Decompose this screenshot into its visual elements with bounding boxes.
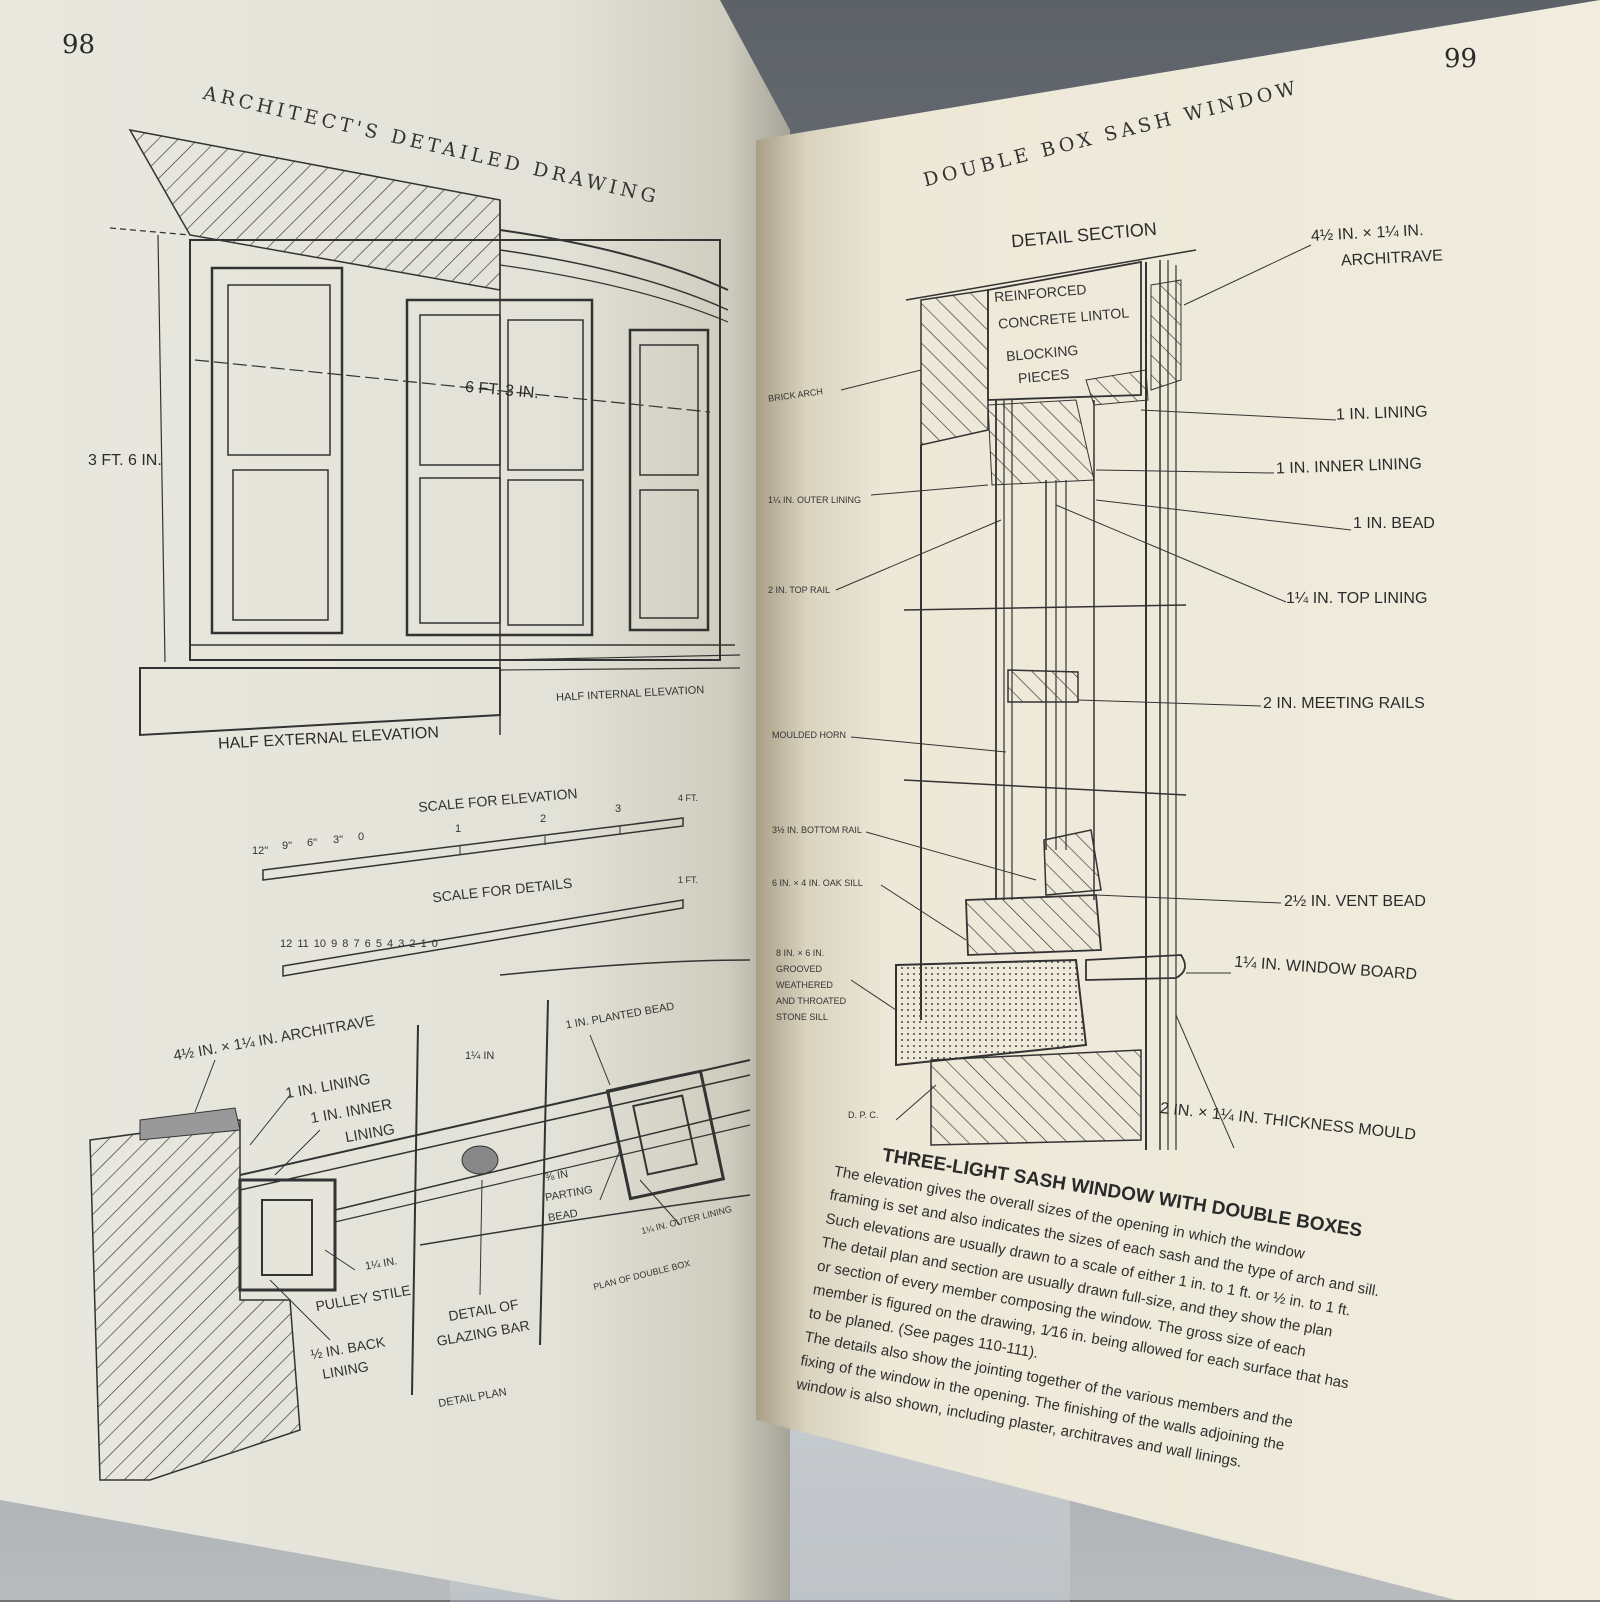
stone-sill-label-5: STONE SILL — [776, 1012, 828, 1022]
meeting-rails-label: 2 IN. MEETING RAILS — [1263, 695, 1425, 712]
stone-sill-label-2: GROOVED — [776, 964, 823, 974]
stone-sill-label: 8 IN. × 6 IN. — [776, 948, 825, 958]
bead-label: 1 IN. BEAD — [1353, 515, 1435, 532]
stone-sill-label-3: WEATHERED — [776, 980, 833, 990]
scale-elevation-tick: 1 — [455, 823, 462, 835]
top-rail-label: 2 IN. TOP RAIL — [768, 585, 831, 595]
outer-lining-label: 1¼ IN. OUTER LINING — [768, 495, 862, 505]
scale-elevation-tick: 9" — [282, 840, 293, 852]
scale-details-end: 1 FT. — [678, 875, 699, 885]
moulded-horn-label: MOULDED HORN — [772, 730, 847, 740]
top-lining-label: 1¼ IN. TOP LINING — [1286, 590, 1428, 607]
lining-label: 1 IN. LINING — [1335, 403, 1428, 424]
bottom-rail-label: 3½ IN. BOTTOM RAIL — [772, 825, 862, 835]
page-number-left: 98 — [62, 30, 96, 60]
scale-elevation-tick: 2 — [540, 813, 547, 825]
right-page: 99 DOUBLE BOX SASH WINDOW DETAIL SECTION — [756, 0, 1600, 1600]
page-number-right: 99 — [1444, 44, 1478, 74]
scale-details-ticks: 12 11 10 9 8 7 6 5 4 3 2 1 0 — [280, 938, 438, 950]
scale-elevation-tick: 6" — [307, 837, 318, 849]
scale-elevation-tick: 4 FT. — [678, 793, 699, 803]
left-page: 98 ARCHITECT'S DETAILED DRAWING — [0, 0, 790, 1600]
section-drawing — [835, 244, 1352, 1150]
scale-elevation-tick: 3 — [615, 803, 622, 815]
dim-height-label: 3 FT. 6 IN. — [88, 452, 162, 469]
dpc-label: D. P. C. — [848, 1110, 879, 1120]
elevation-drawing — [89, 128, 751, 1481]
scale-elevation-tick: 12" — [252, 845, 269, 857]
plan-quarter-label: 1¼ IN — [465, 1050, 495, 1062]
scale-elevation-tick: 3" — [333, 834, 344, 846]
scale-elevation-tick: 0 — [358, 831, 365, 843]
stone-sill-label-4: AND THROATED — [776, 996, 847, 1006]
oak-sill-label: 6 IN. × 4 IN. OAK SILL — [772, 878, 863, 888]
lintel-hatch — [128, 128, 501, 291]
vent-bead-label: 2½ IN. VENT BEAD — [1284, 893, 1426, 910]
